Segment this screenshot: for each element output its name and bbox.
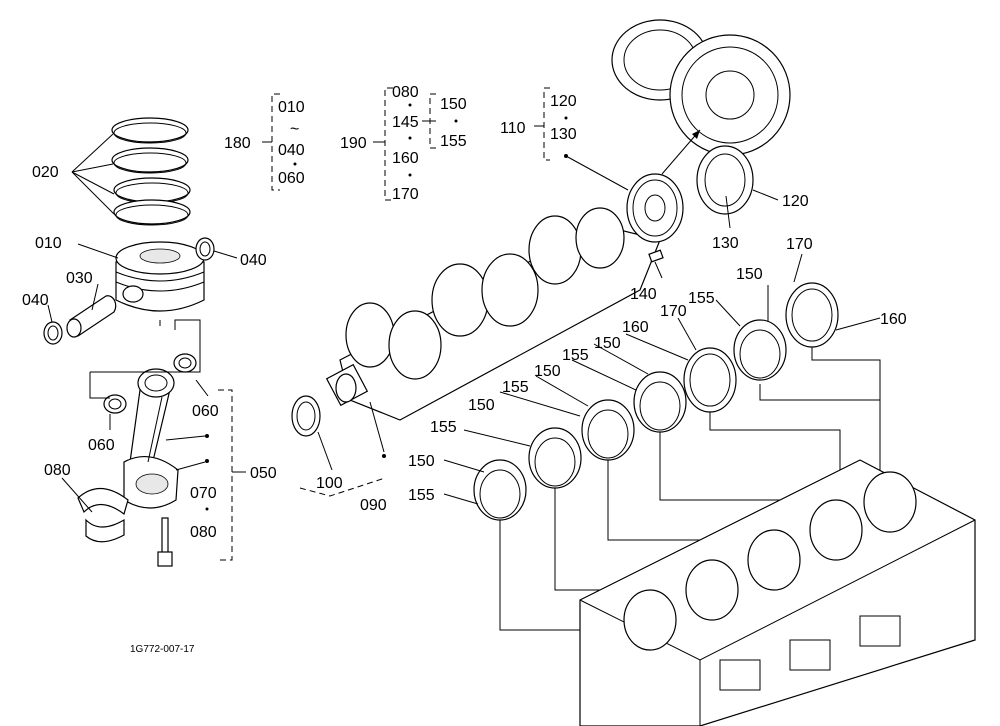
label-180-tilde: ~ — [290, 121, 299, 138]
label-180-040: 040 — [278, 142, 305, 159]
bushing-100 — [291, 395, 321, 437]
small-end-bushing — [103, 353, 197, 414]
leader-140 — [654, 261, 663, 279]
circlip-left — [43, 321, 63, 345]
label-180-060: 060 — [278, 170, 305, 187]
label-010: 010 — [35, 235, 62, 252]
bracket-090 — [299, 477, 386, 497]
key — [648, 249, 664, 263]
label-180-010: 010 — [278, 99, 305, 116]
label-120: 120 — [782, 193, 809, 210]
label-group-180: 180 — [224, 135, 251, 152]
label-140: 140 — [630, 286, 657, 303]
diagram-id: 1G772-007-17 — [130, 644, 195, 655]
label-160a: 160 — [880, 311, 907, 328]
label-155d: 155 — [430, 419, 457, 436]
bracket-050 — [218, 389, 233, 561]
label-190-170: 170 — [392, 186, 419, 203]
bracket-110 — [543, 87, 550, 161]
label-190-150: 150 — [440, 96, 467, 113]
label-170a: 170 — [786, 236, 813, 253]
label-130: 130 — [712, 235, 739, 252]
label-190-155: 155 — [440, 133, 467, 150]
label-090: 090 — [360, 497, 387, 514]
label-070: 070 — [190, 485, 217, 502]
leader-040b — [47, 304, 53, 323]
label-170b: 170 — [660, 303, 687, 320]
label-155a: 155 — [688, 290, 715, 307]
leader-rod-dot1 — [165, 435, 206, 441]
leader-120 — [752, 189, 779, 201]
circlip-right — [195, 237, 215, 261]
bracket-190 — [384, 87, 393, 201]
thrust-bearing-120 — [696, 145, 754, 215]
piston-rings — [111, 117, 191, 226]
crank-gear — [626, 173, 684, 243]
connecting-rod — [123, 368, 179, 509]
label-150b: 150 — [594, 335, 621, 352]
leader-080a — [61, 477, 93, 513]
bracket-rod-top — [90, 319, 201, 373]
label-150d: 150 — [468, 397, 495, 414]
label-050: 050 — [250, 465, 277, 482]
leader-rod-dot2 — [175, 461, 206, 471]
label-190-160: 160 — [392, 150, 419, 167]
label-160b: 160 — [622, 319, 649, 336]
label-155b: 155 — [562, 347, 589, 364]
bearing-leaders — [443, 253, 881, 505]
label-190-080: 080 — [392, 84, 419, 101]
label-150c: 150 — [534, 363, 561, 380]
label-155c: 155 — [502, 379, 529, 396]
label-110-120: 120 — [550, 93, 577, 110]
label-group-110: 110 — [500, 120, 526, 137]
label-040a: 040 — [240, 252, 267, 269]
leader-090 — [369, 401, 385, 453]
label-080b: 080 — [190, 524, 217, 541]
idler-gears — [611, 19, 791, 156]
main-bearings — [473, 282, 839, 521]
label-150e: 150 — [408, 453, 435, 470]
label-080a: 080 — [44, 462, 71, 479]
piston — [115, 241, 205, 326]
label-group-190: 190 — [340, 135, 367, 152]
gear-arrow — [661, 129, 701, 175]
leader-110-dot — [565, 155, 629, 191]
label-155e: 155 — [408, 487, 435, 504]
label-040b: 040 — [22, 292, 49, 309]
leader-020 — [71, 133, 115, 215]
rod-bolt — [157, 517, 173, 567]
label-030: 030 — [66, 270, 93, 287]
leader-030 — [91, 283, 99, 311]
label-060a: 060 — [192, 403, 219, 420]
leader-130 — [725, 195, 731, 229]
routing-lines — [499, 347, 881, 631]
label-110-130: 130 — [550, 126, 577, 143]
label-020: 020 — [32, 164, 59, 181]
cylinder-block — [579, 459, 976, 726]
bracket-rod-left — [89, 372, 110, 399]
leader-040a — [213, 250, 238, 259]
label-060b: 060 — [88, 437, 115, 454]
rod-bearing — [77, 487, 129, 543]
leader-060a — [195, 379, 209, 397]
crankshaft — [325, 207, 661, 421]
leader-010 — [77, 243, 119, 259]
piston-pin — [66, 295, 117, 338]
leader-100 — [317, 431, 333, 471]
label-100: 100 — [316, 475, 343, 492]
label-150a: 150 — [736, 266, 763, 283]
label-190-145: 145 — [392, 114, 419, 131]
